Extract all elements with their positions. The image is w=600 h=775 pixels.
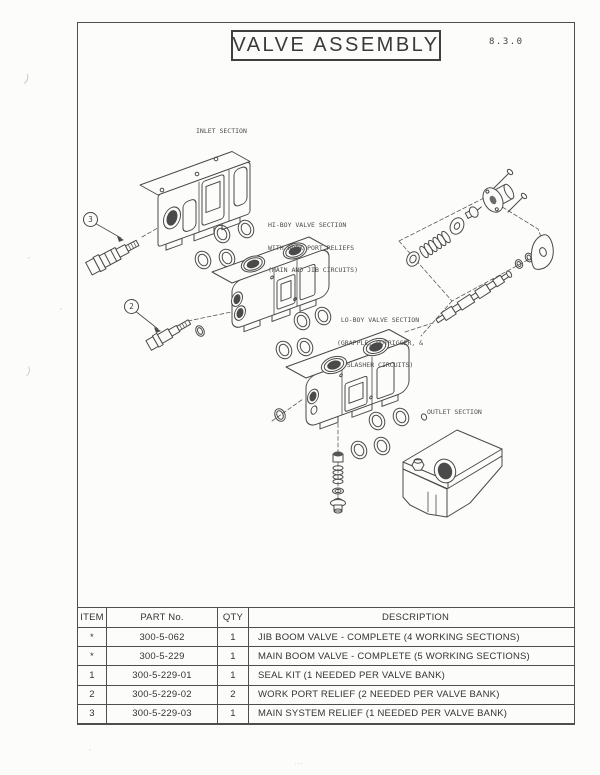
scan-artifact: ·: [27, 252, 31, 264]
cell-part-no: 300-5-229-03: [106, 703, 218, 725]
label-outlet-section: OUTLET SECTION: [427, 408, 482, 416]
cell-description: MAIN SYSTEM RELIEF (1 NEEDED PER VALVE B…: [248, 703, 575, 725]
cell-qty: 1: [217, 646, 249, 667]
cell-part-no: 300-5-229-02: [106, 684, 218, 705]
cell-part-no: 300-5-229-01: [106, 665, 218, 686]
oring-group-a: [194, 219, 255, 270]
spool-bonnet-assembly: [406, 168, 528, 267]
balloon-item-3: 3: [83, 212, 98, 227]
spool-assembly: [435, 234, 554, 324]
cell-qty: 1: [217, 665, 249, 686]
inlet-section-drawing: [139, 151, 251, 251]
cell-item: *: [77, 626, 107, 648]
cell-qty: 2: [217, 684, 249, 705]
label-line: HI-BOY VALVE SECTION: [268, 221, 347, 229]
cell-part-no: 300-5-062: [106, 626, 218, 648]
table-header-row: ITEM PART No. QTY DESCRIPTION: [77, 607, 575, 628]
table-row: 3 300-5-229-03 1 MAIN SYSTEM RELIEF (1 N…: [77, 703, 575, 725]
cell-item: 2: [77, 684, 107, 705]
table-row: 1 300-5-229-01 1 SEAL KIT (1 NEEDED PER …: [77, 665, 575, 686]
cell-qty: 1: [217, 626, 249, 648]
page-title: VALVE ASSEMBLY: [232, 34, 440, 56]
cell-item: *: [77, 646, 107, 667]
label-line: SLASHER CIRCUITS): [346, 361, 414, 369]
cell-description: JIB BOOM VALVE - COMPLETE (4 WORKING SEC…: [248, 626, 575, 648]
relief-valve-part-3: [85, 221, 140, 276]
balloon-item-2: 2: [124, 299, 139, 314]
label-loboy-section: LO-BOY VALVE SECTION (GRAPPLE, OUTRIGGER…: [337, 302, 423, 377]
label-inlet-section: INLET SECTION: [196, 127, 247, 135]
cell-item: 1: [77, 665, 107, 686]
header-part-no: PART No.: [106, 607, 218, 628]
header-item: ITEM: [77, 607, 107, 628]
oring-group-b: [274, 306, 332, 422]
label-line: WITH WORK PORT RELIEFS: [268, 243, 355, 252]
title-box: VALVE ASSEMBLY: [231, 30, 441, 61]
header-qty: QTY: [217, 607, 249, 628]
label-hiboy-section: HI-BOY VALVE SECTION WITH WORK PORT RELI…: [268, 207, 358, 282]
table-row: 2 300-5-229-02 2 WORK PORT RELIEF (2 NEE…: [77, 684, 575, 705]
header-description: DESCRIPTION: [248, 607, 575, 628]
cell-description: MAIN BOOM VALVE - COMPLETE (5 WORKING SE…: [248, 646, 575, 667]
cell-description: WORK PORT RELIEF (2 NEEDED PER VALVE BAN…: [248, 684, 575, 705]
revision-number: 8.3.0: [489, 37, 524, 47]
cell-description: SEAL KIT (1 NEEDED PER VALVE BANK): [248, 665, 575, 686]
drawing-border-frame: [77, 22, 575, 725]
table-row: * 300-5-062 1 JIB BOOM VALVE - COMPLETE …: [77, 626, 575, 648]
spring-coil: [419, 230, 451, 259]
parts-table: ITEM PART No. QTY DESCRIPTION * 300-5-06…: [77, 607, 575, 725]
cell-part-no: 300-5-229: [106, 646, 218, 667]
label-line: (MAIN AND JIB CIRCUITS): [268, 266, 359, 274]
outlet-section-drawing: [402, 429, 503, 518]
table-row: * 300-5-229 1 MAIN BOOM VALVE - COMPLETE…: [77, 646, 575, 667]
label-line: (GRAPPLE, OUTRIGGER, &: [337, 338, 424, 347]
check-valve-column: [330, 451, 346, 514]
cell-item: 3: [77, 703, 107, 725]
scan-artifact: ·: [88, 744, 92, 756]
label-line: LO-BOY VALVE SECTION: [340, 316, 420, 324]
oring-group-c: [350, 407, 428, 460]
scan-artifact: …: [294, 756, 303, 766]
relief-valve-part-2: [133, 309, 205, 351]
scan-artifact: ·: [59, 303, 63, 315]
hiboy-section-drawing: [211, 236, 330, 333]
cell-qty: 1: [217, 703, 249, 725]
loboy-section-drawing: [285, 329, 410, 430]
